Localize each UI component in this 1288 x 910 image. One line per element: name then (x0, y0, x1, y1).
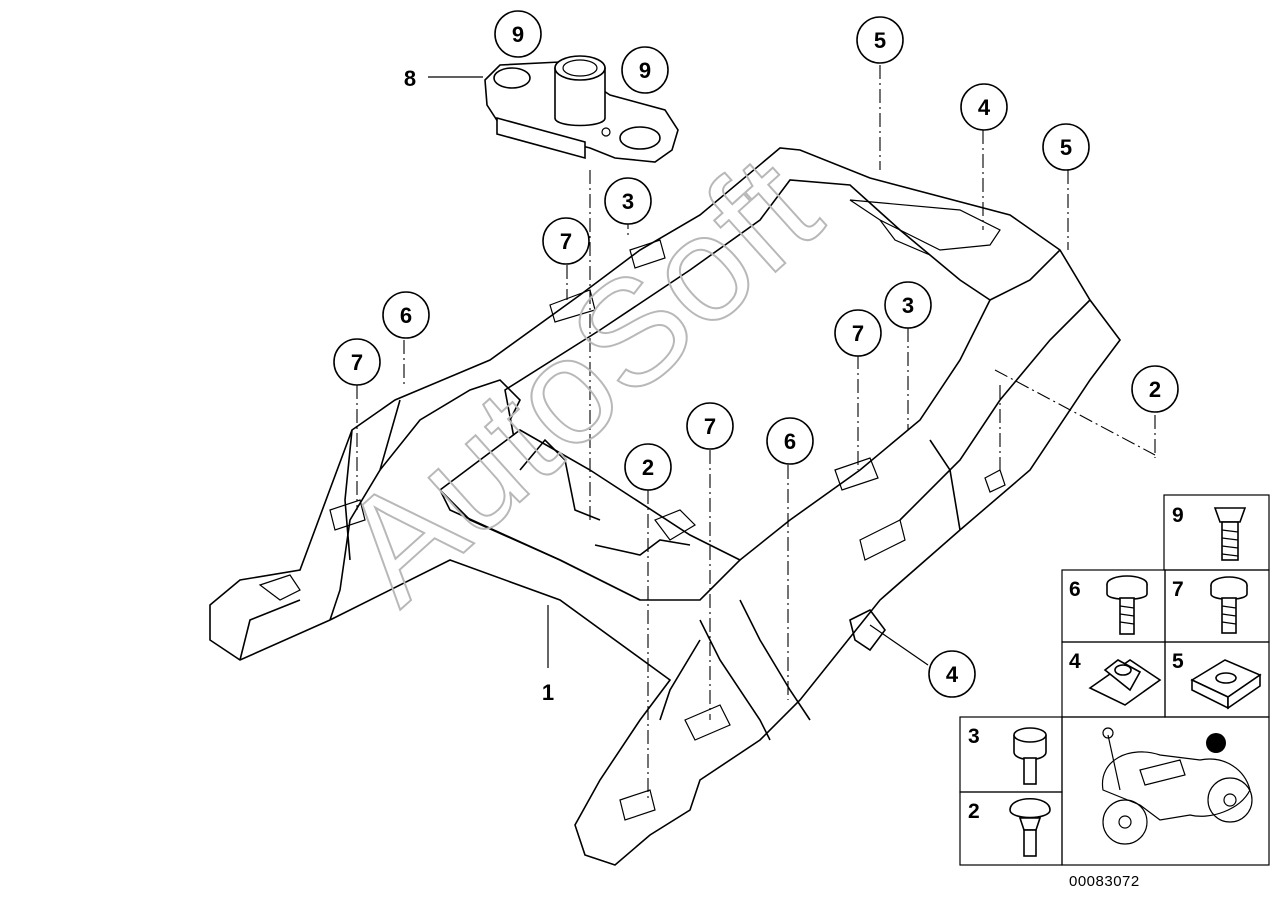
callout-5-top: 5 (856, 16, 904, 64)
svg-text:9: 9 (639, 58, 651, 83)
svg-text:2: 2 (642, 455, 654, 480)
spring-nut-clip-icon (1088, 659, 1162, 706)
callout-2-right: 2 (1131, 365, 1179, 413)
svg-text:7: 7 (560, 229, 572, 254)
fastener-legend: 9 6 7 4 (959, 494, 1270, 866)
part-8-bracket (484, 55, 679, 163)
motorcycle-locator-icon (1101, 727, 1253, 845)
svg-text:6: 6 (400, 303, 412, 328)
legend-label-9: 9 (1172, 504, 1184, 527)
document-number: 00083072 (1069, 873, 1140, 890)
callout-4-top: 4 (960, 83, 1008, 131)
svg-text:3: 3 (622, 189, 634, 214)
svg-text:3: 3 (902, 293, 914, 318)
callout-6-center: 6 (766, 417, 814, 465)
part-8-label: 8 (404, 66, 416, 91)
square-nut-icon (1190, 659, 1262, 710)
leader-lines (356, 65, 1156, 800)
legend-label-7: 7 (1172, 578, 1184, 601)
callout-6-left: 6 (382, 291, 430, 339)
svg-text:9: 9 (512, 22, 524, 47)
svg-text:5: 5 (1060, 135, 1072, 160)
callout-2-center: 2 (624, 443, 672, 491)
callout-3-right: 3 (884, 281, 932, 329)
callout-9-top-left: 9 (494, 10, 542, 58)
callout-7-center-right: 7 (834, 309, 882, 357)
callout-9-top-right: 9 (621, 46, 669, 94)
legend-label-3: 3 (968, 725, 980, 748)
svg-text:7: 7 (704, 414, 716, 439)
legend-label-6: 6 (1069, 578, 1081, 601)
location-marker-icon (1206, 733, 1226, 753)
callout-7-upper: 7 (542, 217, 590, 265)
callout-5-right: 5 (1042, 123, 1090, 171)
svg-text:7: 7 (351, 350, 363, 375)
legend-label-2: 2 (968, 800, 980, 823)
countersunk-screw-icon (1213, 507, 1247, 561)
callout-4-bottom: 4 (928, 650, 976, 698)
svg-text:7: 7 (852, 321, 864, 346)
callout-7-left: 7 (333, 338, 381, 386)
callout-3-upper: 3 (604, 177, 652, 225)
svg-text:6: 6 (784, 429, 796, 454)
svg-text:4: 4 (978, 95, 991, 120)
svg-text:2: 2 (1149, 377, 1161, 402)
legend-label-4: 4 (1069, 650, 1081, 673)
pan-head-screw-icon-small (1210, 576, 1248, 634)
svg-text:4: 4 (946, 662, 959, 687)
buffer-stud-icon (1013, 727, 1047, 785)
callout-7-center: 7 (686, 402, 734, 450)
legend-label-5: 5 (1172, 650, 1184, 673)
svg-text:5: 5 (874, 28, 886, 53)
dome-stud-icon (1009, 798, 1051, 857)
pan-head-screw-icon (1106, 575, 1148, 635)
part-1-label: 1 (542, 680, 554, 705)
